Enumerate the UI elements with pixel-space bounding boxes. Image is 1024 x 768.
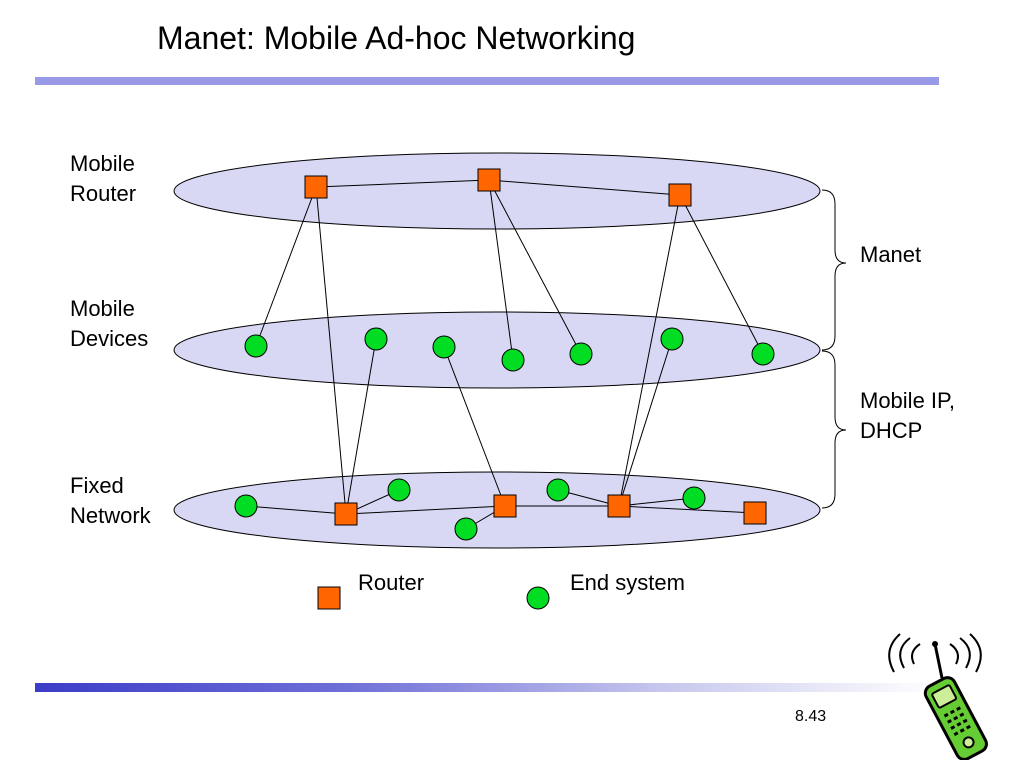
legend-end-system-icon — [526, 586, 550, 610]
link — [315, 186, 347, 515]
end-system-circle-icon — [501, 348, 525, 372]
brace-manet — [821, 189, 847, 351]
slide-number: 8.43 — [795, 708, 827, 725]
router-square-icon — [493, 494, 517, 518]
end-system-circle-icon — [660, 327, 684, 351]
link — [618, 338, 673, 507]
link — [488, 179, 514, 361]
router-square-icon — [743, 501, 767, 525]
router-square-icon — [334, 502, 358, 526]
end-system-circle-icon — [751, 342, 775, 366]
link — [488, 179, 582, 355]
brace-label-mobile-ip: Mobile IP, DHCP — [860, 386, 955, 446]
brace-mobile-ip — [821, 350, 847, 509]
label-mobile-router-line2: Router — [70, 181, 137, 206]
link — [679, 194, 764, 355]
mobile-phone-icon — [888, 633, 988, 760]
end-system-circle-icon — [387, 478, 411, 502]
link — [618, 497, 695, 507]
legend-end-system-label: End system — [570, 570, 685, 595]
label-fixed-network-line1: Fixed — [70, 473, 124, 498]
end-system-circle-icon — [432, 335, 456, 359]
end-system-circle-icon — [682, 486, 706, 510]
legend-router-label: Router — [358, 570, 425, 595]
link — [345, 505, 506, 515]
end-system-circle-icon — [364, 327, 388, 351]
layer-ellipse-mobile-devices — [173, 311, 821, 389]
brace-label-mobile-ip-line2: DHCP — [860, 418, 923, 443]
link — [345, 338, 377, 515]
link — [443, 346, 506, 507]
brace-label-manet-line1: Manet — [860, 242, 922, 267]
end-system-circle-icon — [454, 517, 478, 541]
router-square-icon — [304, 175, 328, 199]
label-mobile-devices: Mobile Devices — [70, 294, 148, 354]
page-title: Manet: Mobile Ad-hoc Networking — [157, 20, 636, 56]
router-square-icon — [607, 494, 631, 518]
label-fixed-network-line2: Network — [70, 503, 151, 528]
end-system-circle-icon — [234, 494, 258, 518]
link — [315, 179, 490, 188]
link — [255, 186, 317, 347]
label-mobile-router: Mobile Router — [70, 149, 136, 209]
router-square-icon — [477, 168, 501, 192]
brace-label-mobile-ip-line1: Mobile IP, — [860, 388, 955, 413]
legend-router-icon — [317, 586, 341, 610]
end-system-circle-icon — [244, 334, 268, 358]
title-rule — [35, 77, 939, 85]
label-fixed-network: Fixed Network — [70, 471, 151, 531]
footer-rule — [35, 683, 939, 692]
label-mobile-router-line1: Mobile — [70, 151, 135, 176]
end-system-circle-icon — [569, 342, 593, 366]
end-system-circle-icon — [546, 478, 570, 502]
link — [618, 505, 756, 514]
label-mobile-devices-line1: Mobile — [70, 296, 135, 321]
brace-label-manet: Manet — [860, 240, 921, 270]
link — [245, 505, 347, 515]
link — [488, 179, 681, 196]
router-square-icon — [668, 183, 692, 207]
label-mobile-devices-line2: Devices — [70, 326, 149, 351]
link — [618, 194, 681, 507]
